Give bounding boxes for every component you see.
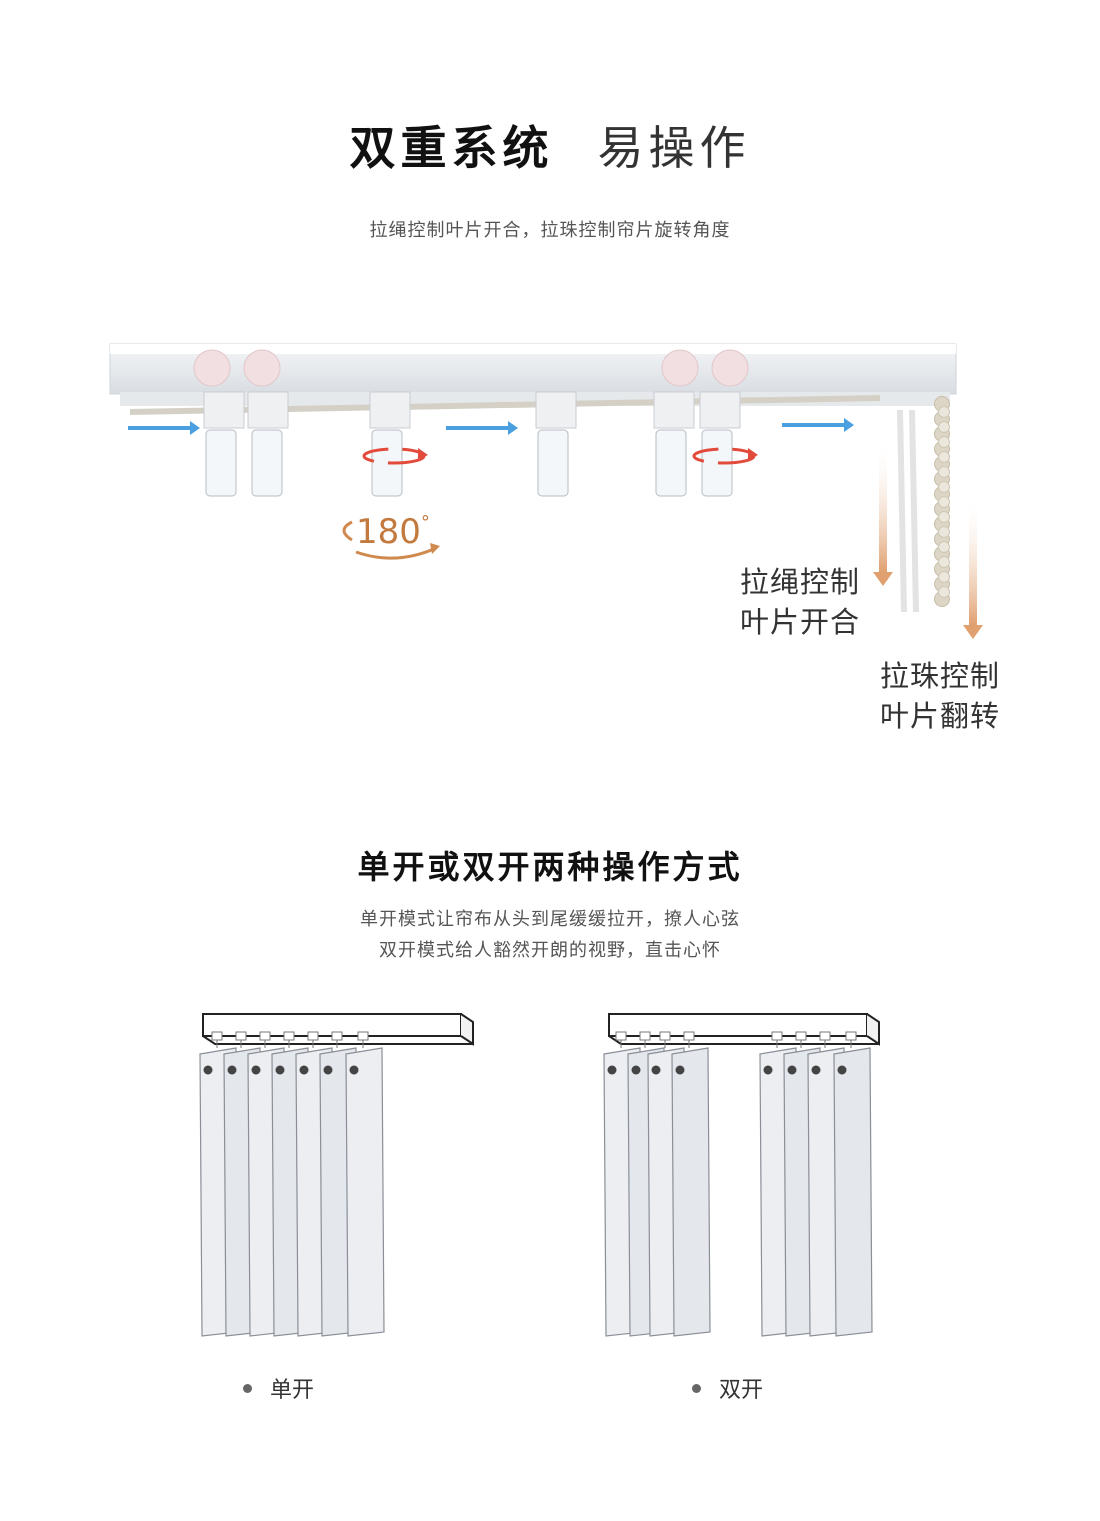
bullet-dot bbox=[243, 1383, 252, 1393]
cord-callout: 拉绳控制 叶片开合 bbox=[740, 562, 860, 642]
page-title: 双重系统易操作 bbox=[0, 112, 1100, 178]
rotate-arrow-1 bbox=[362, 447, 428, 465]
bead bbox=[938, 481, 950, 493]
carrier-5 bbox=[653, 391, 695, 497]
carrier-3 bbox=[369, 391, 411, 497]
double-open-illustration bbox=[603, 1013, 880, 1337]
title-light: 易操作 bbox=[597, 121, 751, 175]
bead bbox=[938, 451, 950, 463]
mode-double-label: 双开 bbox=[719, 1378, 764, 1403]
rotation-arcs bbox=[342, 520, 440, 560]
cord-callout-line2: 叶片开合 bbox=[740, 605, 861, 639]
bead bbox=[938, 466, 950, 478]
bead-callout-arrow bbox=[963, 495, 983, 639]
bead-callout: 拉珠控制 叶片翻转 bbox=[880, 656, 1000, 736]
bead bbox=[938, 571, 950, 583]
bead-callout-line1: 拉珠控制 bbox=[880, 659, 1001, 693]
bead bbox=[938, 406, 950, 418]
vertical-slat bbox=[671, 1031, 711, 1337]
bead-callout-line2: 叶片翻转 bbox=[880, 699, 1001, 733]
vertical-slat bbox=[833, 1031, 873, 1337]
vertical-slat bbox=[345, 1031, 385, 1337]
single-open-illustration bbox=[199, 1013, 474, 1337]
bead bbox=[938, 511, 950, 523]
pull-cord bbox=[897, 409, 919, 613]
bead bbox=[938, 421, 950, 433]
rotation-value: 180 bbox=[356, 512, 421, 552]
bead bbox=[938, 526, 950, 538]
carrier-4 bbox=[535, 391, 577, 497]
rotation-degree-label: 180° bbox=[356, 512, 430, 552]
section2-title: 单开或双开两种操作方式 bbox=[357, 848, 743, 886]
carrier-2 bbox=[247, 391, 289, 497]
rotate-arrow-2 bbox=[692, 447, 758, 465]
cord-callout-arrow bbox=[873, 440, 893, 586]
bead bbox=[938, 541, 950, 553]
page-subtitle: 拉绳控制叶片开合，拉珠控制帘片旋转角度 bbox=[369, 220, 731, 241]
carrier-1 bbox=[203, 391, 245, 497]
cord-callout-line1: 拉绳控制 bbox=[740, 565, 861, 599]
mode-single-label: 单开 bbox=[270, 1378, 315, 1403]
bead bbox=[938, 436, 950, 448]
title-bold: 双重系统 bbox=[349, 121, 554, 175]
section2-desc-line2: 双开模式给人豁然开朗的视野，直击心怀 bbox=[379, 940, 721, 961]
bead bbox=[938, 556, 950, 568]
track-diagram bbox=[109, 343, 983, 639]
section2-desc-line1: 单开模式让帘布从头到尾缓缓拉开，撩人心弦 bbox=[360, 909, 740, 930]
mode-single: 单开 bbox=[243, 1372, 314, 1404]
carrier-6 bbox=[699, 391, 741, 497]
bead bbox=[938, 496, 950, 508]
bead bbox=[938, 586, 950, 598]
direction-arrow-3 bbox=[782, 418, 854, 432]
rotation-degree: ° bbox=[420, 512, 430, 533]
bullet-dot bbox=[692, 1383, 701, 1393]
direction-arrow-1 bbox=[128, 421, 200, 435]
bead-chain bbox=[934, 396, 950, 607]
mode-double: 双开 bbox=[692, 1372, 763, 1404]
direction-arrow-2 bbox=[446, 421, 518, 435]
